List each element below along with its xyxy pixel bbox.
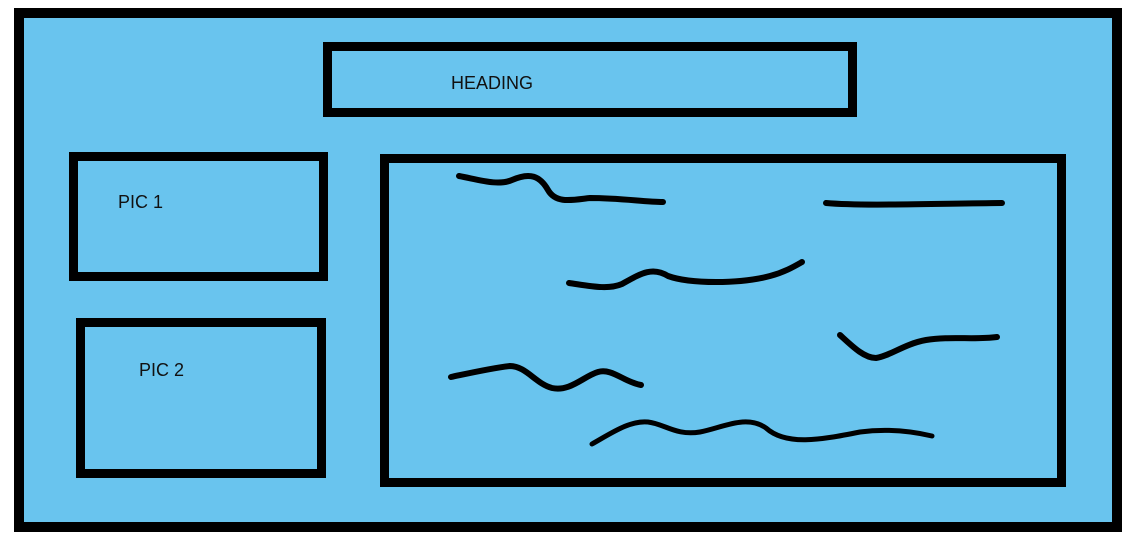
pic-1-label: PIC 1	[118, 192, 164, 212]
pic-2-box	[76, 318, 326, 478]
heading-label: HEADING	[451, 73, 534, 93]
pic-1-box	[69, 152, 328, 281]
heading-box	[323, 42, 857, 117]
pic-2-label: PIC 2	[139, 360, 185, 380]
content-text-box	[380, 154, 1066, 487]
